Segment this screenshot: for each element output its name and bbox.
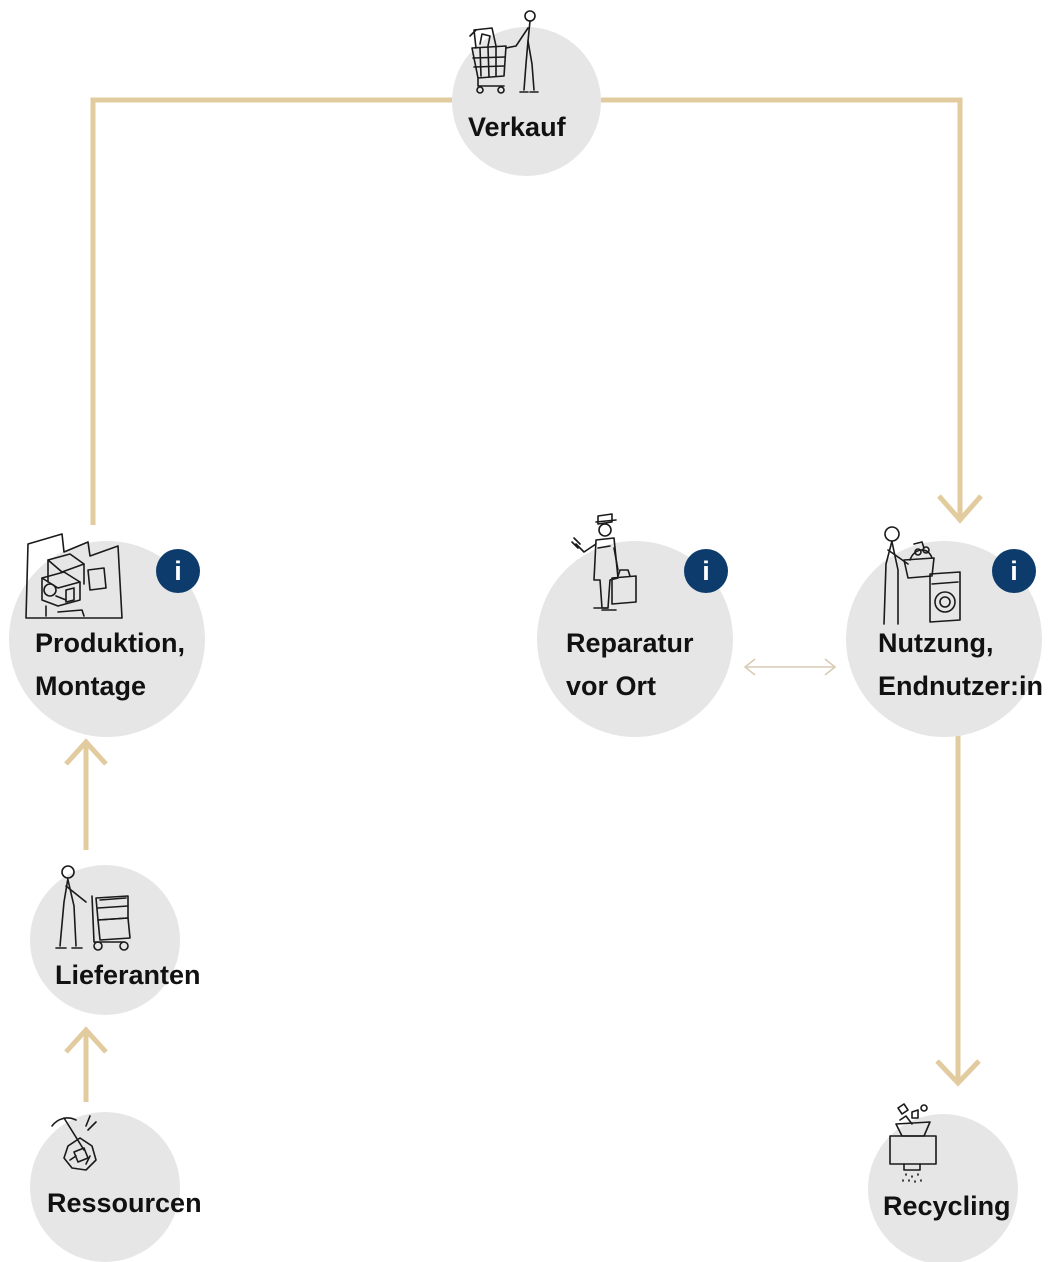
produktion-info-button[interactable]: i <box>156 549 200 593</box>
lieferanten-label: Lieferanten <box>55 960 201 990</box>
verkauf-label: Verkauf <box>468 112 566 142</box>
produktion-label-line2: Montage <box>35 671 146 701</box>
washing-machine-user-icon <box>883 526 961 625</box>
produktion-label-line1: Produktion, <box>35 628 185 658</box>
reparatur-label: Reparatur vor Ort <box>566 622 694 708</box>
recycling-node <box>868 1114 1018 1262</box>
arrowhead-produktion <box>64 738 108 766</box>
arrowhead-nutzung <box>937 494 983 524</box>
connector-produktion-to-verkauf <box>90 97 452 525</box>
factory-icon <box>25 533 123 619</box>
arrowhead-lieferanten <box>64 1026 108 1054</box>
reparatur-info-button[interactable]: i <box>684 549 728 593</box>
connector-verkauf-to-nutzung <box>601 97 963 520</box>
nutzung-label-line1: Nutzung, <box>878 628 994 658</box>
nutzung-label-line2: Endnutzer:in <box>878 671 1043 701</box>
ressourcen-node <box>30 1112 180 1262</box>
arrowhead-recycling <box>935 1059 981 1087</box>
reparatur-label-line2: vor Ort <box>566 671 657 701</box>
ressourcen-label: Ressourcen <box>47 1188 202 1218</box>
bidirectional-arrowhead-left <box>743 658 756 676</box>
repair-technician-icon <box>571 513 637 611</box>
delivery-trolley-icon <box>55 865 131 951</box>
recycling-shredder-icon <box>889 1103 937 1183</box>
recycling-label: Recycling <box>883 1191 1011 1221</box>
produktion-label: Produktion, Montage <box>35 622 185 708</box>
pickaxe-ore-icon <box>51 1115 97 1171</box>
shopping-cart-icon <box>469 10 539 94</box>
bidirectional-arrowhead-right <box>824 658 837 676</box>
nutzung-info-button[interactable]: i <box>992 549 1036 593</box>
nutzung-label: Nutzung, Endnutzer:in <box>878 622 1043 708</box>
reparatur-label-line1: Reparatur <box>566 628 694 658</box>
